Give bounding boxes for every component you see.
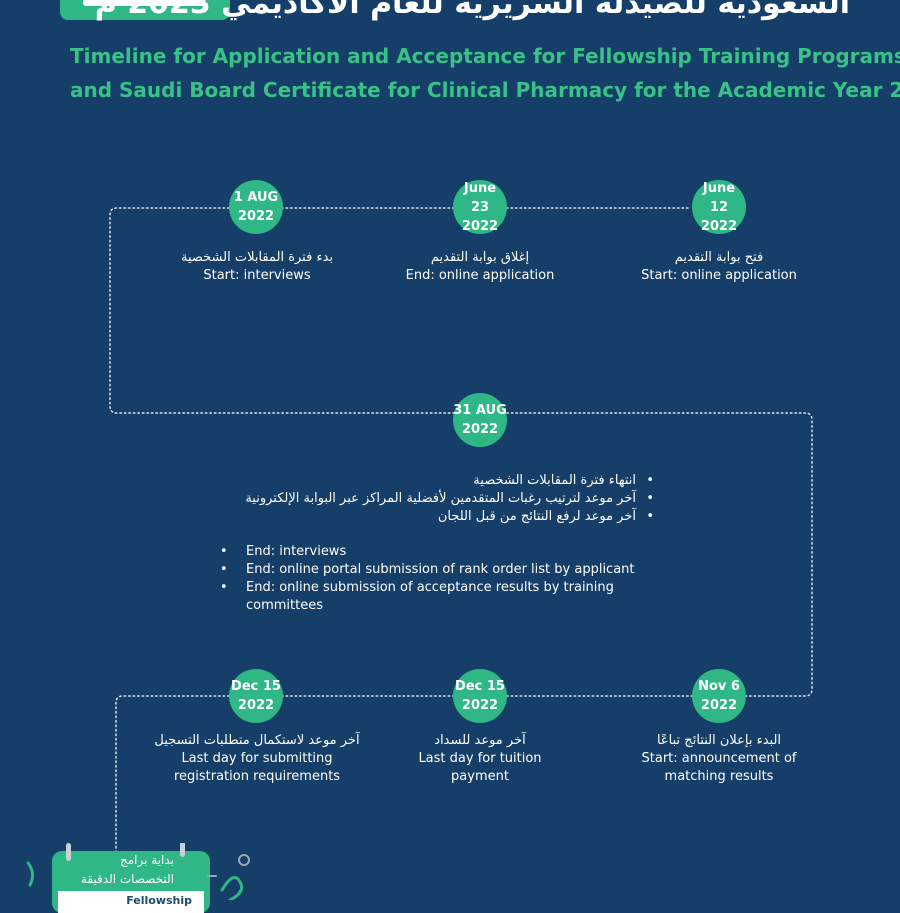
- calendar-line-2: التخصصات الدقيقة: [80, 872, 174, 886]
- list-item: End: online portal submission of rank or…: [218, 561, 658, 579]
- milestone-label-close-application: إغلاق بوابة التقديم End: online applicat…: [405, 250, 555, 283]
- milestone-label-start-interviews: بدء فترة المقابلات الشخصية Start: interv…: [180, 250, 334, 283]
- list-item: آخر موعد لترتيب رغبات المتقدمين لأفضلية …: [220, 490, 660, 508]
- arabic-title: السعودية للصيدلة السريرية للعام الأكاديم…: [94, 0, 850, 21]
- list-item: End: interviews: [218, 543, 658, 561]
- milestone-label-registration: آخر موعد لاستكمال متطلبات التسجيل Last d…: [154, 733, 360, 784]
- subtitle-line-1: Timeline for Application and Acceptance …: [70, 44, 900, 68]
- arabic-bullet-list: انتهاء فترة المقابلات الشخصية آخر موعد ل…: [220, 472, 660, 526]
- calendar-line-1: بداية برامج: [119, 853, 174, 867]
- list-item: آخر موعد لرفع النتائج من قبل اللجان: [220, 508, 660, 526]
- subtitle-line-2: and Saudi Board Certificate for Clinical…: [70, 78, 900, 102]
- confetti-decoration: [26, 854, 250, 900]
- list-item: End: online submission of acceptance res…: [218, 579, 646, 615]
- english-bullet-list: End: interviews End: online portal submi…: [218, 543, 658, 615]
- milestone-label-tuition: آخر موعد للسداد Last day for tuition pay…: [418, 733, 542, 784]
- milestone-label-announcement: البدء بإعلان النتائج تباعًا Start: annou…: [641, 733, 797, 784]
- milestone-label-open-application: فتح بوابة التقديم Start: online applicat…: [641, 250, 797, 283]
- list-item: انتهاء فترة المقابلات الشخصية: [220, 472, 660, 490]
- top-badge-graphic: [60, 0, 230, 20]
